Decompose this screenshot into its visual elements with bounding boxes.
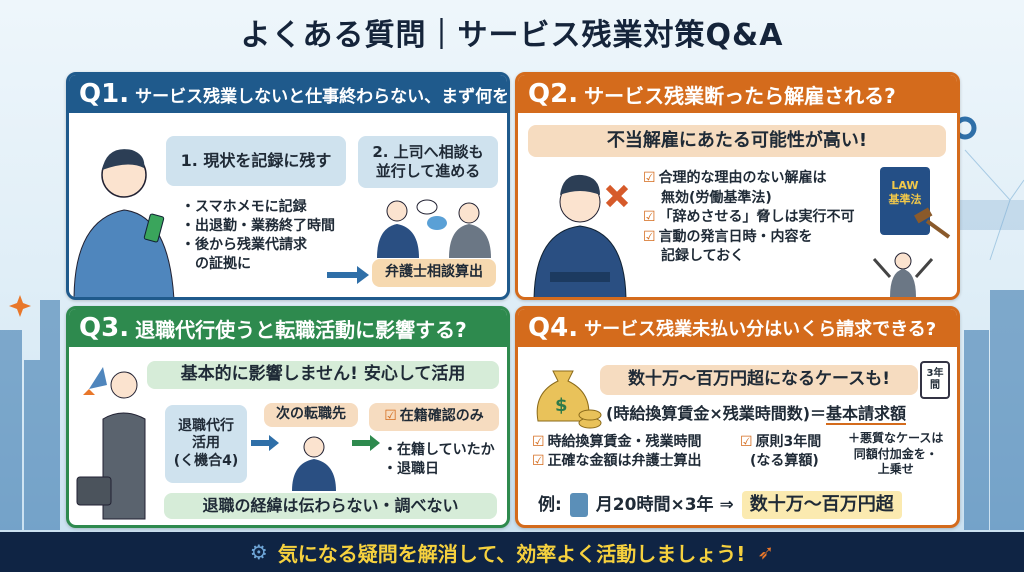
check-item: ☑言動の発言日時・内容を (643, 228, 813, 245)
q3-question: 退職代行使うと転職活動に影響する? (135, 317, 467, 342)
bullet: ・後から残業代請求 (181, 236, 307, 253)
page-title: よくある質問｜サービス残業対策Q&A (240, 18, 784, 53)
q4-extra-note: ＋悪質なケースは同額付加金を・上乗せ (848, 431, 944, 477)
checkbox-icon: ☑ (740, 434, 753, 450)
q3-number: Q3. (79, 313, 130, 343)
q3-header: Q3.退職代行使うと転職活動に影響する? (69, 309, 507, 347)
arrow-right-icon (327, 266, 369, 284)
q4-headline: 数十万〜百万円超になるケースも! (600, 365, 918, 395)
q4-panel: Q4.サービス残業未払い分はいくら請求できる? $ 数十万〜百万円超になるケース… (515, 306, 960, 528)
check-item: ☑合理的な理由のない解雇は (643, 170, 827, 186)
gear-icon: ⚙ (249, 540, 268, 564)
footer-message: 気になる疑問を解消して、効率よく活動しましょう! (277, 541, 746, 566)
lawyer-consult-badge: 弁護士相談算出 (372, 259, 496, 287)
step2-bubble: 2. 上司へ相談も並行して進める (358, 136, 498, 188)
q2-number: Q2. (528, 79, 579, 109)
q4-checks-right: ☑原則3年間 (なる算額) (740, 434, 822, 469)
q1-question: サービス残業しないと仕事終わらない、まず何をすべき? (135, 86, 510, 107)
bullet: の証拠に (181, 255, 251, 272)
step1-bubble: 1. 現状を記録に残す (166, 136, 346, 186)
svg-text:$: $ (555, 395, 568, 416)
checkbox-icon: ☑ (643, 228, 656, 245)
q4-example: 例: 月20時間×3年 ⇒ 数十万〜百万円超 (538, 491, 902, 520)
agency-use-box: 退職代行活用(く機合4) (165, 405, 247, 483)
arrow-right-icon (352, 435, 380, 451)
checkbox-icon: ☑ (532, 452, 545, 469)
q2-panel: Q2.サービス残業断ったら解雇される? 不当解雇にあたる可能性が高い! ☑合理的… (515, 72, 960, 300)
q4-header: Q4.サービス残業未払い分はいくら請求できる? (518, 309, 957, 347)
check-item: ☑「辞めさせる」脅しは実行不可 (643, 209, 855, 226)
calculator-icon (569, 493, 588, 518)
q1-number: Q1. (79, 79, 130, 109)
formula: (時給換算賃金×残業時間数)＝基本請求額 (606, 404, 907, 425)
checkbox-icon: ☑ (643, 209, 656, 226)
q3-bullets: ・在籍していたか・退職日 (383, 442, 495, 477)
step2-line1: 2. 上司へ相談も (372, 143, 484, 162)
enrollment-check-badge: ☑在籍確認のみ (369, 403, 499, 431)
checkbox-icon: ☑ (384, 408, 397, 425)
rocket-icon: ➶ (757, 540, 775, 564)
consultation-illustration (377, 199, 491, 258)
q2-question: サービス残業断ったら解雇される? (584, 83, 896, 108)
calendar-icon: 3年間 (920, 361, 950, 399)
q4-question: サービス残業未払い分はいくら請求できる? (584, 319, 937, 340)
step2-line2: 並行して進める (375, 162, 481, 180)
bullet: ・スマホメモに記録 (181, 199, 307, 215)
example-result: 数十万〜百万円超 (741, 491, 902, 520)
bullet: ・出退勤・業務終了時間 (181, 217, 335, 234)
q1-panel: Q1.サービス残業しないと仕事終わらない、まず何をすべき? 1. 現状を記録に残… (66, 72, 510, 300)
q3-bottom-note: 退職の経緯は伝わらない・調べない (164, 493, 497, 519)
checkbox-icon: ☑ (643, 170, 656, 186)
businessman-briefcase-illustration (76, 367, 146, 520)
q4-checks-left: ☑時給換算賃金・残業時間 ☑正確な金額は弁護士算出 (532, 434, 702, 469)
q2-headline: 不当解雇にあたる可能性が高い! (528, 125, 946, 157)
q4-number: Q4. (528, 313, 579, 343)
check-item-cont: 記録しておく (661, 248, 745, 265)
cheering-man-illustration (292, 436, 336, 491)
freed-woman-illustration (872, 252, 934, 297)
q3-panel: Q3.退職代行使うと転職活動に影響する? 基本的に影響しません! 安心して活用 … (66, 306, 510, 528)
checkbox-icon: ☑ (532, 434, 545, 450)
q1-header: Q1.サービス残業しないと仕事終わらない、まず何をすべき? (69, 75, 507, 113)
check-item-cont: 無効(労働基準法) (661, 189, 772, 206)
money-bag-icon: $ (536, 370, 602, 429)
rocket-icon (83, 389, 95, 395)
q2-header: Q2.サービス残業断ったら解雇される? (518, 75, 957, 113)
q3-headline: 基本的に影響しません! 安心して活用 (147, 361, 499, 389)
arrow-right-icon (251, 435, 279, 451)
footer-banner: ⚙ 気になる疑問を解消して、効率よく活動しましょう! ➶ (0, 532, 1024, 572)
q2-checklist: ☑合理的な理由のない解雇は 無効(労働基準法) ☑「辞めさせる」脅しは実行不可 … (643, 169, 855, 267)
next-employer-label: 次の転職先 (264, 403, 358, 427)
q1-bullets: ・スマホメモに記録 ・出退勤・業務終了時間 ・後から残業代請求 の証拠に (181, 198, 335, 274)
businessman-crossed-arms-illustration (533, 174, 629, 297)
gavel-icon (914, 207, 951, 239)
man-with-phone-illustration (73, 149, 175, 297)
